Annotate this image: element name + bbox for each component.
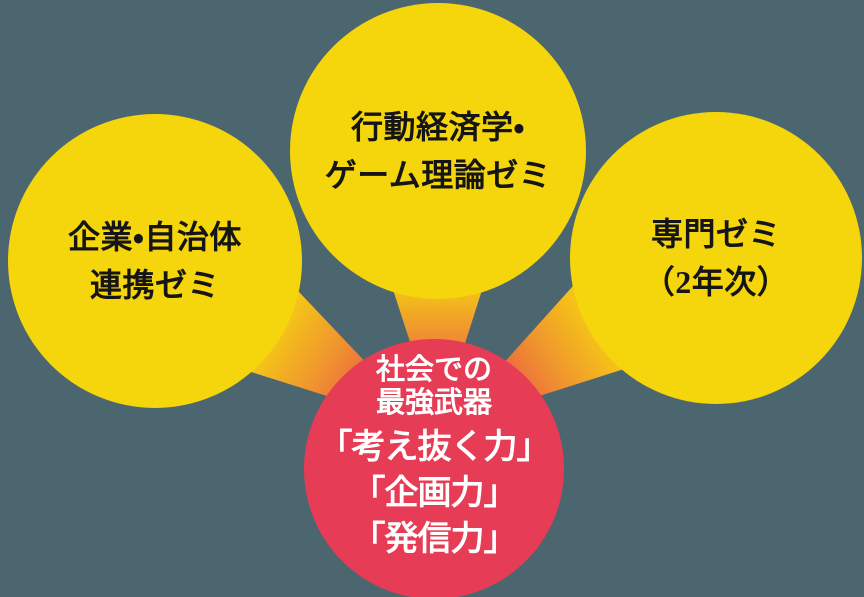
seminar-circle-center bbox=[290, 3, 586, 299]
core-skill-thinking: 「考え抜く力」 bbox=[318, 429, 551, 466]
seminar-label-right-line2: （2年次） bbox=[642, 264, 790, 300]
core-subtitle-line2: 最強武器 bbox=[375, 387, 492, 419]
seminar-label-center-line1: 行動経済学・ bbox=[351, 109, 525, 145]
seminar-label-center-line2: ゲーム理論ゼミ bbox=[324, 157, 552, 193]
seminar-label-center: 行動経済学・ ゲーム理論ゼミ bbox=[288, 103, 588, 199]
core-circle bbox=[304, 339, 564, 597]
core-skill-communication: 「発信力」 bbox=[351, 521, 518, 558]
core-subtitle-line1: 社会での bbox=[375, 354, 492, 386]
seminar-label-right-line1: 専門ゼミ bbox=[650, 216, 781, 252]
seminar-circle-left bbox=[8, 114, 302, 408]
core-label: 社会での 最強武器 「考え抜く力」 「企画力」 「発信力」 bbox=[274, 354, 594, 563]
seminar-label-left-line1: 企業・自治体 bbox=[68, 219, 242, 255]
core-skill-planning: 「企画力」 bbox=[351, 475, 518, 512]
seminar-label-right: 専門ゼミ （2年次） bbox=[566, 210, 864, 306]
seminar-label-left-line2: 連携ゼミ bbox=[89, 267, 220, 303]
seminar-label-left: 企業・自治体 連携ゼミ bbox=[5, 213, 305, 309]
core-subtitle: 社会での 最強武器 bbox=[274, 354, 594, 420]
core-skills: 「考え抜く力」 「企画力」 「発信力」 bbox=[274, 425, 594, 563]
seminar-circle-right bbox=[570, 112, 862, 404]
